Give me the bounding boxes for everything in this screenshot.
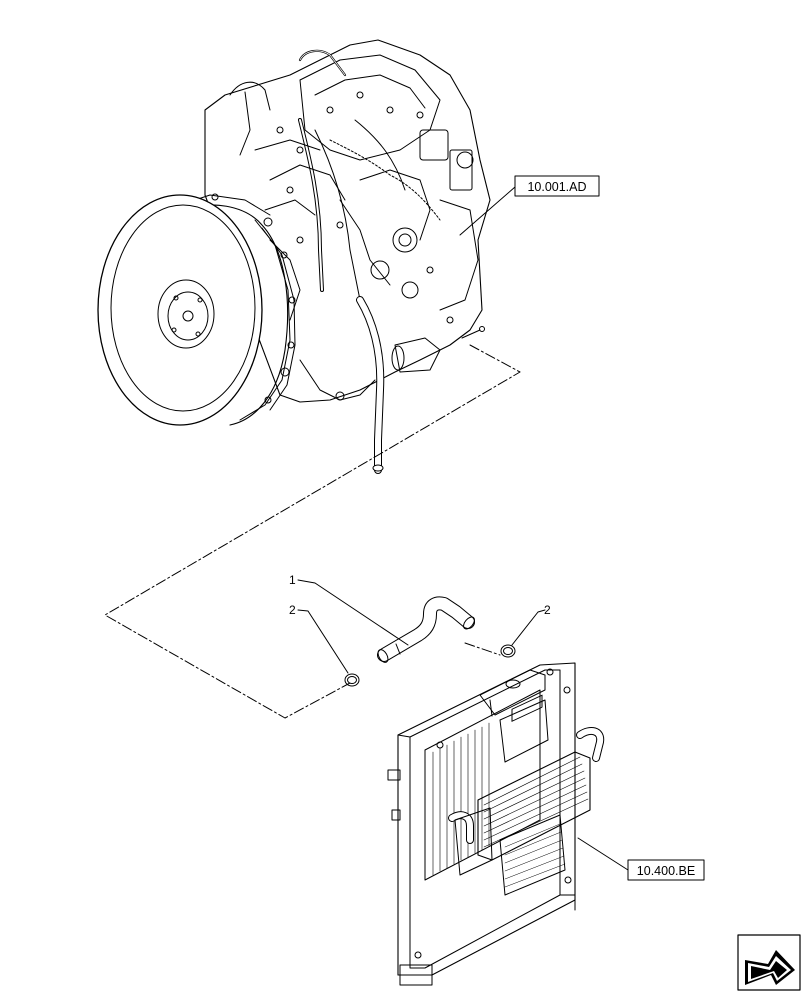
clamp-left bbox=[344, 673, 360, 687]
radiator-assembly bbox=[387, 662, 605, 986]
callout-leader-clamp-left bbox=[297, 609, 349, 674]
callout-clamp-right-number: 2 bbox=[544, 603, 551, 617]
callout-leader-clamp-right bbox=[511, 609, 546, 646]
clamp-right bbox=[500, 644, 516, 658]
radiator-ref-box[interactable]: 10.400.BE bbox=[627, 859, 705, 881]
radiator-ref-leader bbox=[577, 837, 629, 871]
engine-ref-label[interactable]: 10.001.AD bbox=[527, 180, 586, 194]
radiator-ref-label[interactable]: 10.400.BE bbox=[637, 864, 695, 878]
hose-part bbox=[377, 596, 475, 663]
callout-clamp-left-number: 2 bbox=[289, 603, 296, 617]
next-page-arrow-icon[interactable] bbox=[737, 934, 801, 991]
engine-ref-leader bbox=[459, 186, 516, 236]
assembly-centerlines bbox=[104, 344, 521, 719]
engine-assembly bbox=[97, 39, 491, 474]
callout-leader-hose bbox=[297, 579, 409, 646]
engine-ref-box[interactable]: 10.001.AD bbox=[514, 175, 600, 197]
callout-hose-number: 1 bbox=[289, 573, 296, 587]
